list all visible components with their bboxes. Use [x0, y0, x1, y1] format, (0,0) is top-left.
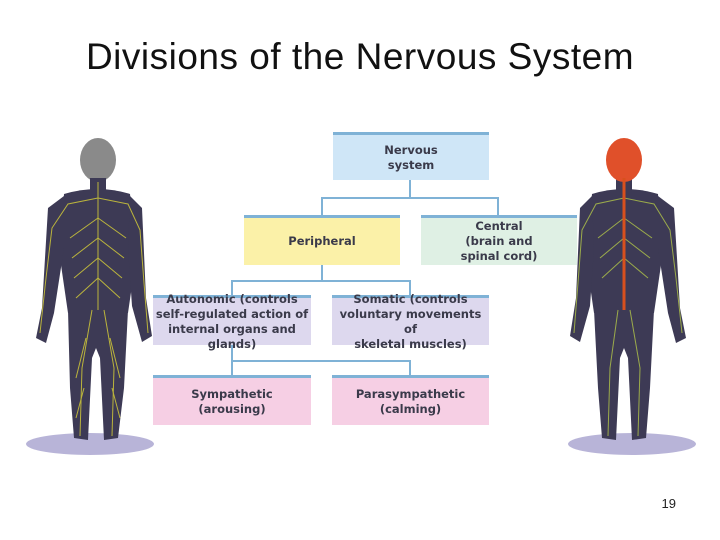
- box-somatic: Somatic (controls voluntary movements of…: [332, 292, 489, 351]
- connector-peripheral-drop: [321, 197, 323, 217]
- body-figure-peripheral: [26, 138, 154, 455]
- box-nervous-system: Nervous system: [333, 132, 489, 180]
- box-autonomic: Autonomic (controls self-regulated actio…: [153, 292, 311, 351]
- connector-central-drop: [497, 197, 499, 217]
- page-number: 19: [661, 496, 676, 511]
- body-figure-central: [568, 138, 696, 455]
- box-peripheral: Peripheral: [244, 215, 400, 265]
- slide-title: Divisions of the Nervous System: [85, 36, 635, 77]
- connector-parasympathetic-drop: [409, 360, 411, 377]
- box-sympathetic: Sympathetic (arousing): [153, 375, 311, 425]
- connector-autonomic-drop: [231, 280, 233, 297]
- connector-somatic-drop: [409, 280, 411, 297]
- connector-sympathetic-drop: [231, 360, 233, 377]
- connector-level3-horizontal: [231, 360, 411, 362]
- connector-level1-horizontal: [321, 197, 499, 199]
- connector-peripheral-down: [321, 265, 323, 281]
- connector-level2-horizontal: [231, 280, 411, 282]
- box-central: Central (brain and spinal cord): [421, 215, 577, 265]
- connector-autonomic-down: [231, 345, 233, 361]
- box-parasympathetic: Parasympathetic (calming): [332, 375, 489, 425]
- connector-nervous-down: [409, 180, 411, 198]
